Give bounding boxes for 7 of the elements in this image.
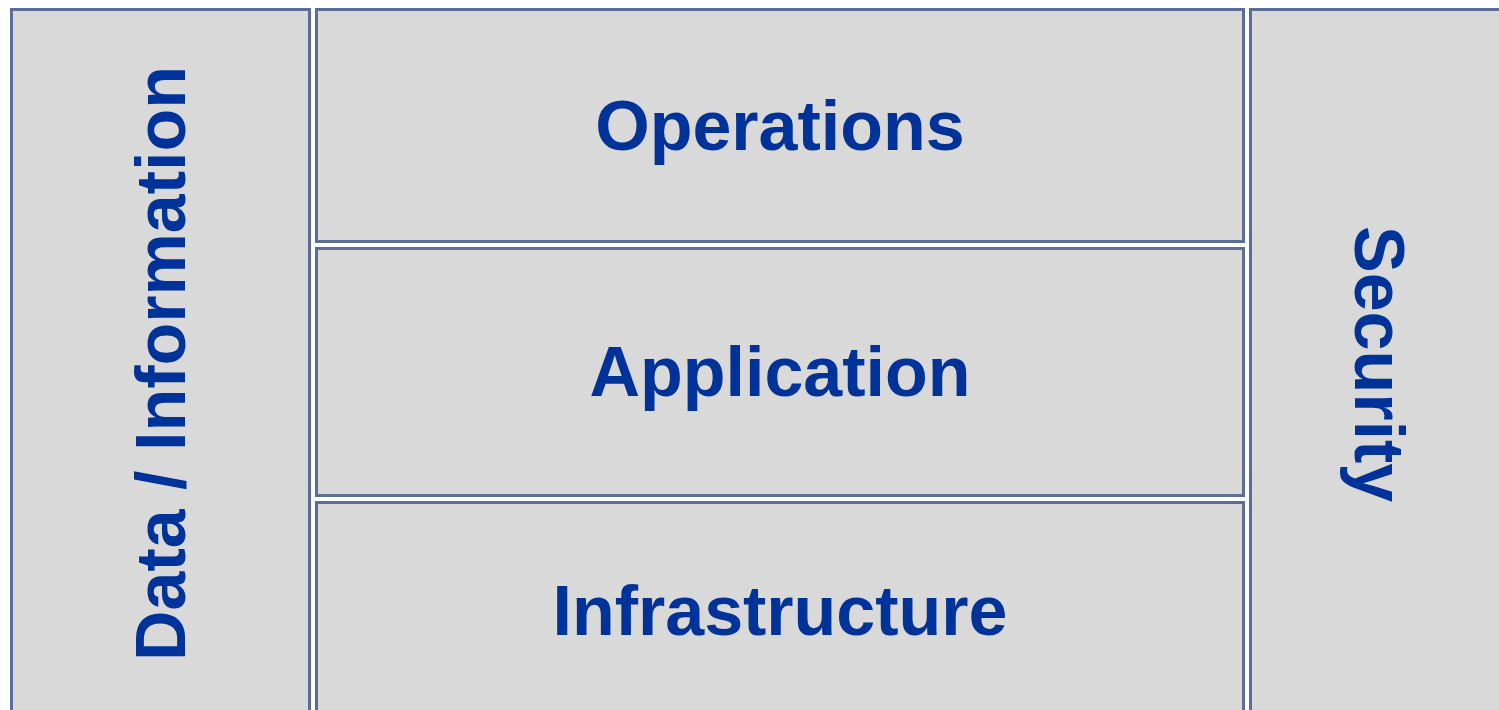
layer-box xyxy=(10,8,311,710)
layer-label: Infrastructure xyxy=(552,575,1008,646)
layer-box xyxy=(315,8,1245,243)
layer-label: Data / Information xyxy=(125,66,196,662)
layer-box xyxy=(1249,8,1499,710)
layer-box xyxy=(315,247,1245,497)
layer-box xyxy=(315,501,1245,710)
